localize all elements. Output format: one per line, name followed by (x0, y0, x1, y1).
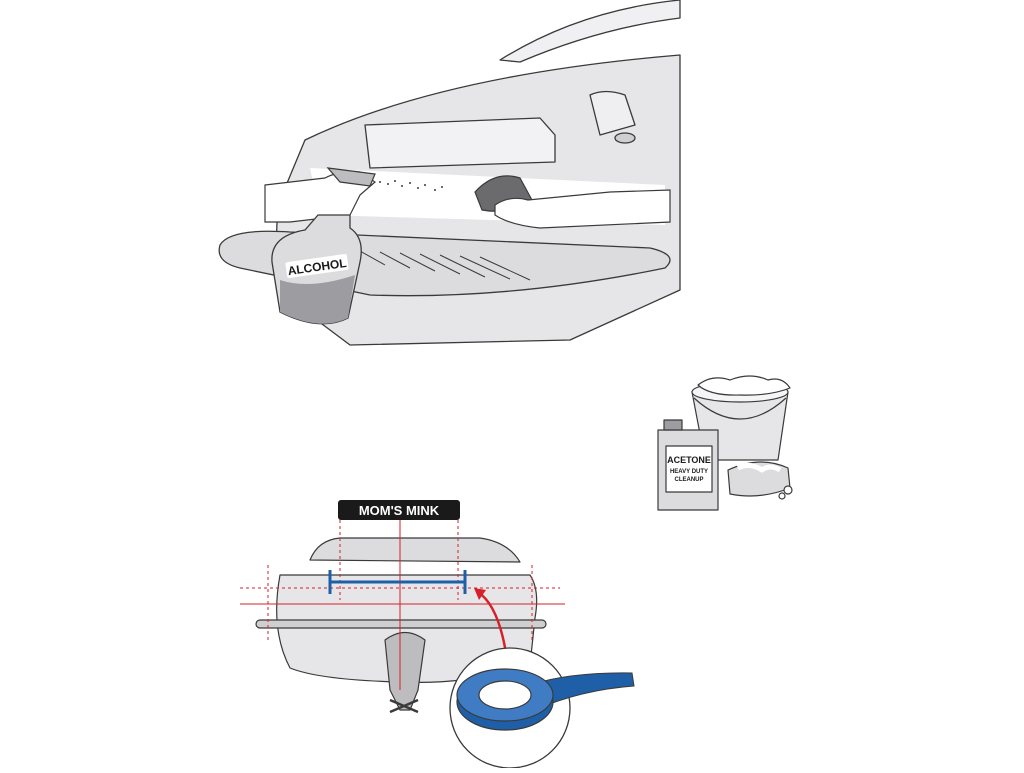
supplies-svg: ACETONE HEAVY DUTY CLEANUP (657, 375, 793, 511)
outboard-motor (384, 631, 426, 711)
spray-mist (379, 180, 443, 191)
boat-name: MOM'S MINK (359, 503, 440, 518)
cabin-top (309, 537, 521, 563)
backrest (589, 90, 636, 136)
stern-name-layout-illustration: MOM'S MINK (230, 490, 650, 769)
propeller (389, 698, 419, 714)
tape-roll-icon (449, 647, 635, 769)
acetone-title: ACETONE (667, 455, 711, 465)
rub-rail (255, 619, 547, 629)
can-icon: ACETONE HEAVY DUTY CLEANUP (657, 419, 719, 511)
seat (364, 117, 556, 169)
alignment-guides (240, 520, 565, 690)
cup-holder (614, 132, 636, 144)
right-hand (494, 189, 671, 229)
acetone-line1: HEAVY DUTY (670, 469, 708, 475)
arrow-head (474, 588, 486, 600)
cleaning-supplies-illustration: ACETONE HEAVY DUTY CLEANUP (650, 370, 800, 515)
hull-cleaning-svg: ALCOHOL (218, 0, 681, 346)
stern-svg: MOM'S MINK (240, 500, 635, 769)
platform-slats (339, 249, 531, 281)
spray-bottle-icon: ALCOHOL (271, 167, 376, 325)
name-banner: MOM'S MINK (338, 500, 460, 520)
windshield (499, 0, 681, 63)
hull-cleaning-illustration: ALCOHOL (210, 0, 690, 355)
acetone-line2: CLEANUP (674, 477, 703, 483)
tape-guide-line (328, 570, 467, 594)
sponge-icon (727, 461, 793, 500)
